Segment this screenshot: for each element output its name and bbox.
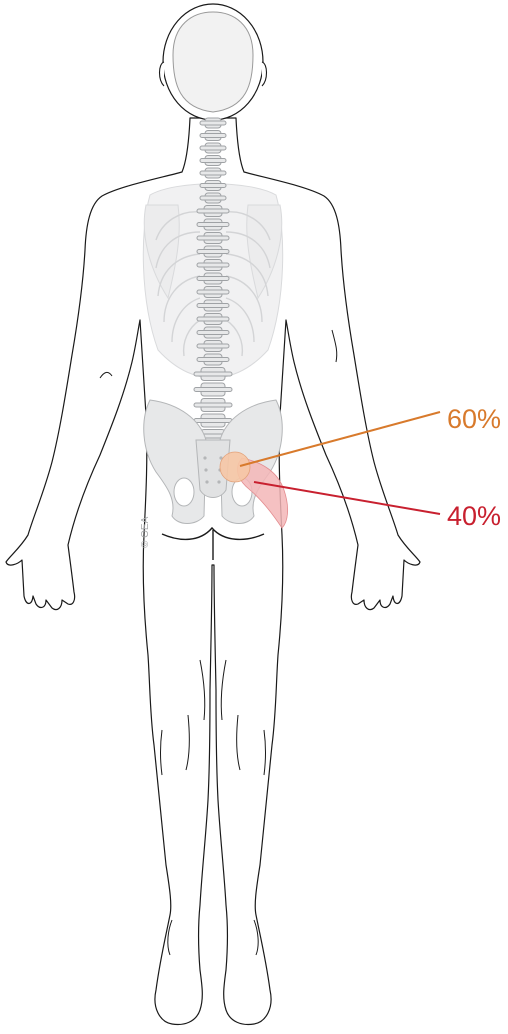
transverse-process [197,209,229,213]
transverse-process [197,277,229,281]
transverse-process [197,223,229,227]
callout-40-label: 40% [447,501,501,531]
head-inner [173,12,253,112]
transverse-process [200,121,226,125]
transverse-process [197,290,229,294]
transverse-process [200,159,226,163]
transverse-process [197,317,229,321]
transverse-process [197,250,229,254]
primary-pain-zone [220,452,250,482]
transverse-process [200,134,226,138]
transverse-process [200,184,226,188]
transverse-process [200,146,226,150]
transverse-process [197,344,229,348]
transverse-process [194,403,232,407]
transverse-process [197,358,229,362]
transverse-process [197,331,229,335]
callout-60-label: 60% [447,404,501,434]
transverse-process [200,196,226,200]
transverse-process [197,263,229,267]
copyright-watermark: © OEA [140,516,151,548]
transverse-process [197,236,229,240]
transverse-process [194,419,232,423]
transverse-process [194,388,232,392]
transverse-process [197,304,229,308]
transverse-process [200,171,226,175]
transverse-process [194,372,232,376]
